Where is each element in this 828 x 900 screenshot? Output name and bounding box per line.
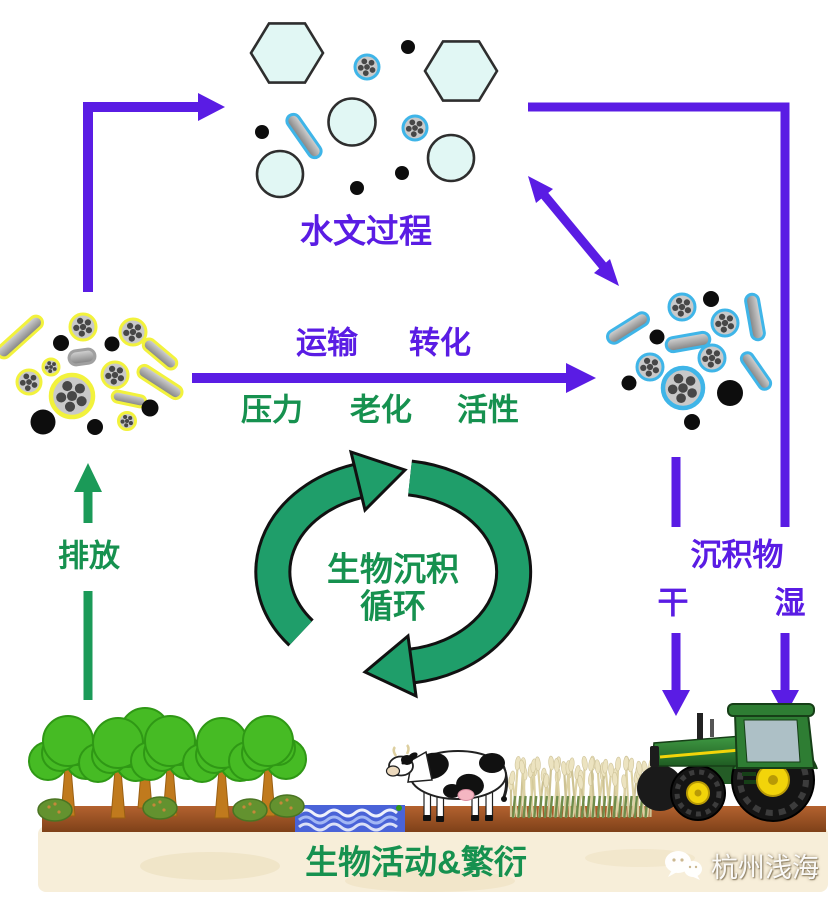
hydro-to-sediment-route [528,102,790,527]
wechat-bubbles-icon [665,850,702,880]
wet-label: 湿 [774,585,806,621]
dry-deposition-arrow [662,457,690,716]
cycle-label-line1: 生物沉积 [327,550,459,588]
watermark: 杭州浅海 [664,846,819,885]
stream [295,805,405,832]
forest [28,707,307,822]
emission-to-hydro-arrow [83,93,225,292]
sediment-label: 沉积物 [690,537,784,573]
landscape-scene [28,703,828,892]
cycle-label-line2: 循环 [360,587,426,625]
hydro-particle-cluster [249,22,499,199]
arrows-layer [74,93,799,716]
cow [385,744,509,822]
emitted-particle-cluster [0,312,184,435]
emission-arrow [74,463,102,700]
dry-label: 干 [657,585,689,621]
transformation-label: 转化 [409,325,471,361]
pressure-label: 压力 [241,392,303,428]
aging-label: 老化 [350,392,412,428]
hydro-exchange-arrow [528,176,619,286]
particle-clusters [0,22,773,435]
biological-activity-label: 生物活动&繁衍 [305,843,527,881]
hydrological-process-label: 水文过程 [300,212,432,250]
transformed-particle-cluster [606,291,773,430]
emission-label: 排放 [58,538,120,574]
transport-arrow [192,363,596,393]
wheat-field [508,755,655,819]
activity-label: 活性 [457,392,519,428]
transport-label: 运输 [296,325,358,361]
watermark-text: 杭州浅海 [711,853,819,883]
tractor [637,703,818,822]
biodeposition-cycle-arrows [254,449,533,699]
